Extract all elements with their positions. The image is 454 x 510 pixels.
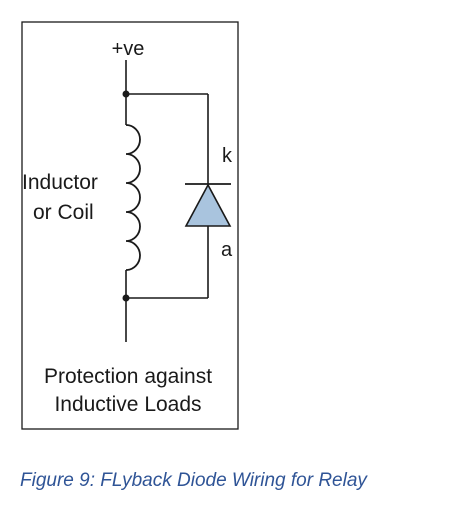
inductor-coil [125,124,141,271]
inductor-label-line1: Inductor [22,171,98,194]
diagram-title-line2: Inductive Loads [54,393,201,416]
figure-caption: Figure 9: FLyback Diode Wiring for Relay [20,470,367,491]
supply-label: +ve [112,38,145,60]
cathode-label: k [222,145,233,167]
diode-triangle [184,183,232,227]
diagram-title-line1: Protection against [44,365,212,388]
anode-label: a [221,239,233,261]
inductor-label-line2: or Coil [33,201,94,224]
